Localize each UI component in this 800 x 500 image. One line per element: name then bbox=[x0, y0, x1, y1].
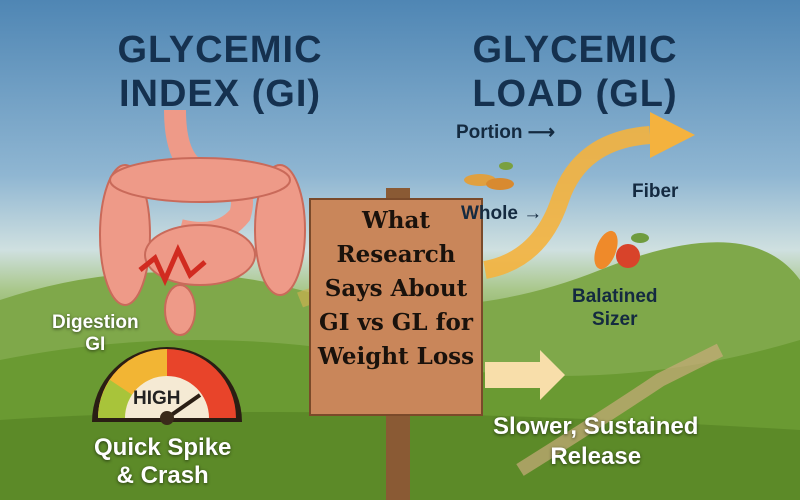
sign-line: Weight Loss bbox=[317, 343, 475, 370]
vegetables-icon bbox=[594, 230, 649, 270]
gi-caption: Quick Spike& Crash bbox=[94, 434, 232, 489]
headline-sign: What Research Says About GI vs GL for We… bbox=[309, 198, 483, 416]
spike-icon bbox=[138, 243, 207, 287]
gauge-icon bbox=[92, 347, 242, 425]
arrow-right-icon: ⟶ bbox=[527, 122, 556, 143]
grain-icon bbox=[464, 162, 514, 190]
gauge-label: HIGH bbox=[133, 388, 181, 409]
whole-label: Whole → bbox=[461, 203, 543, 224]
sign-line: GI vs GL for bbox=[319, 309, 473, 336]
rising-arrow bbox=[483, 126, 651, 279]
intestine-icon bbox=[99, 109, 306, 336]
sign-line: What bbox=[361, 207, 431, 234]
arrow-right-icon: → bbox=[523, 203, 543, 224]
sign-line: Research bbox=[336, 241, 456, 268]
right-arrow-icon bbox=[485, 350, 565, 400]
portion-label: Portion ⟶ bbox=[456, 122, 556, 143]
sign-line: Says About bbox=[324, 275, 468, 302]
fiber-label: Fiber bbox=[632, 181, 679, 202]
